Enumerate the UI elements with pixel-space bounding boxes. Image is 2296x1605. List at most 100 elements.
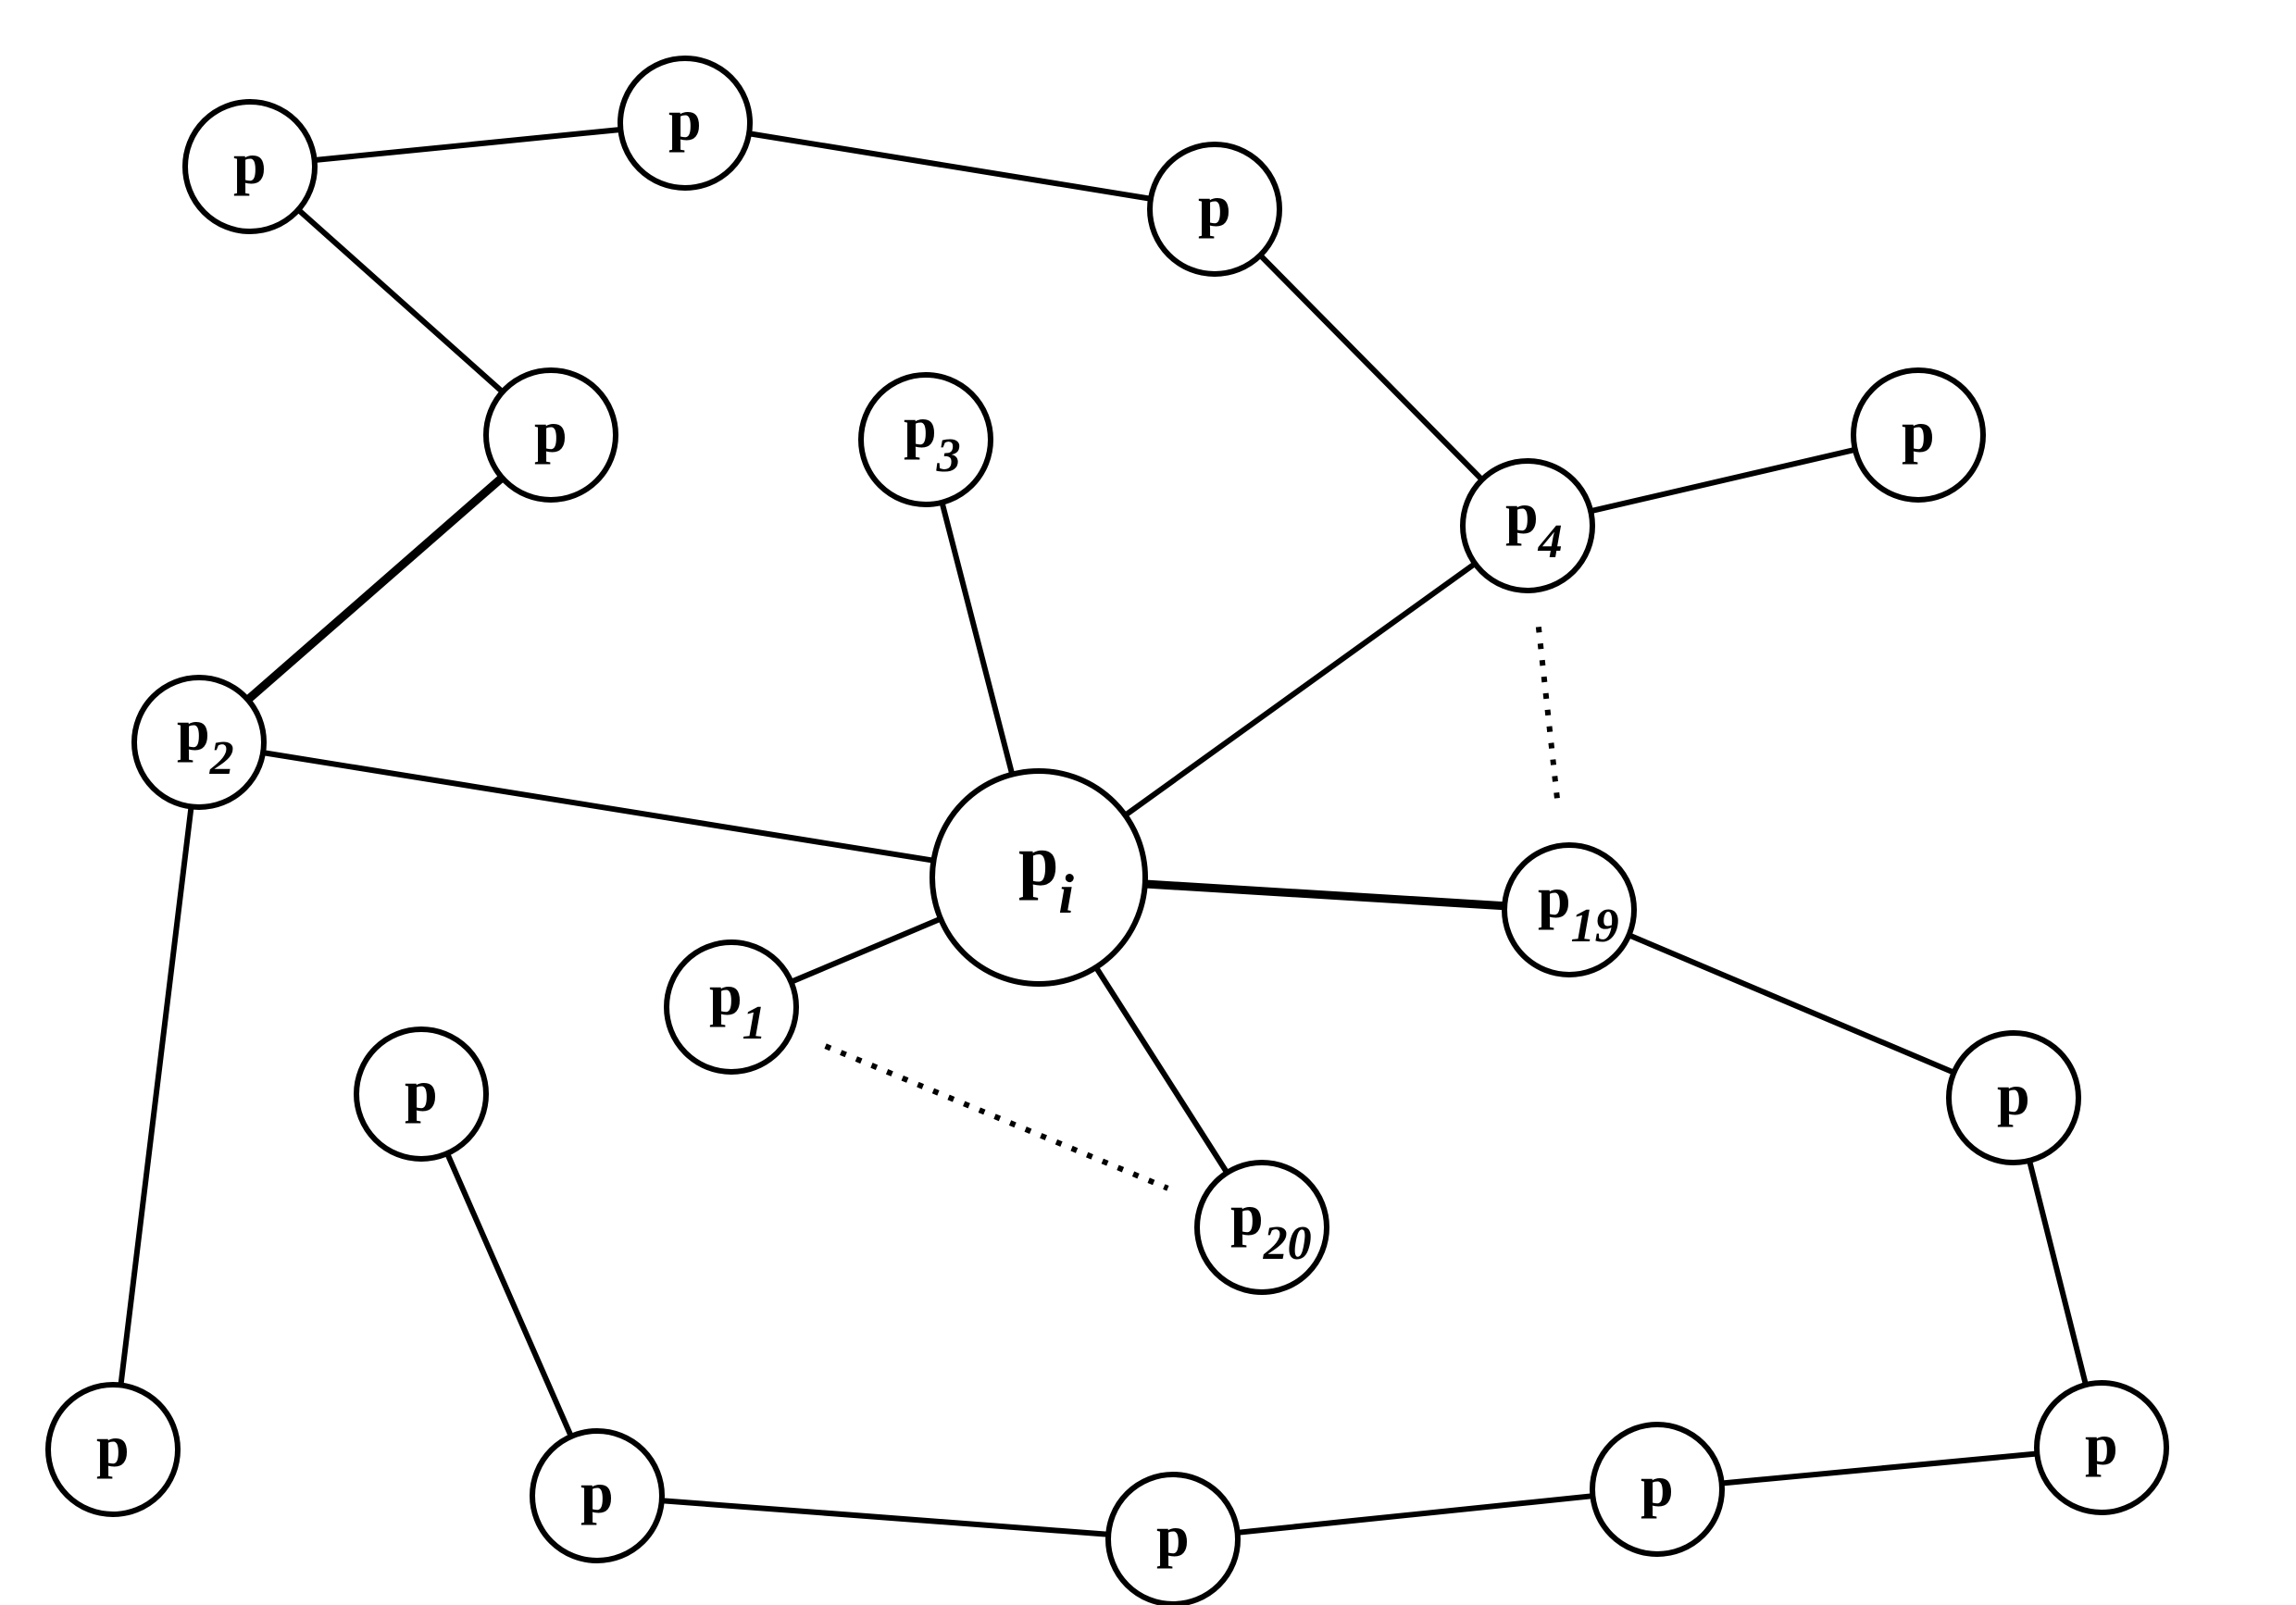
node-circle [1147,142,1282,277]
node-n_bottom_right_mid: p [1590,1422,1725,1557]
node-base: p [1156,1503,1190,1569]
node-label: p [233,131,267,196]
node-subscript: i [1058,864,1074,925]
node-base: p [1198,173,1231,239]
node-label: p19 [1538,865,1619,952]
node-n_bottom_right: p [2034,1380,2169,1515]
node-n_bottom_mid: p [1105,1472,1241,1605]
node-base: p [405,1058,438,1124]
edge-p4-pi [1122,560,1479,818]
node-circle [1105,1472,1241,1605]
node-base: p [534,399,568,465]
node-base: p [1641,1453,1674,1519]
node-p20: p20 [1194,1160,1329,1295]
node-circle [131,675,267,810]
node-base: p [1997,1062,2030,1127]
edge-n_bottom_right_mid-n_bottom_right [1718,1450,2040,1487]
node-subscript: 3 [936,429,961,482]
node-subscript: 4 [1538,516,1563,568]
node-circle [858,372,993,507]
edge-p4-p19 [1535,627,1562,809]
node-base: p [96,1413,130,1479]
node-label: p20 [1230,1182,1312,1270]
node-subscript: 20 [1263,1217,1312,1270]
edge-pi-p20 [1092,964,1230,1176]
edge-p4-n_right_far [1588,446,1858,515]
node-base: p [1538,865,1571,930]
node-base: p [1505,480,1539,546]
node-base: p [2085,1412,2118,1477]
node-n_right_far: p [1851,367,1986,503]
edge-p3-pi [939,499,1016,778]
node-base: p [233,131,267,196]
node-label: p1 [709,962,767,1050]
edges-layer [118,126,2089,1537]
edge-pi-p19 [1141,879,1509,911]
node-circle [45,1382,181,1517]
node-base: p [668,87,702,153]
node-label: p [1156,1503,1190,1569]
node-subscript: 19 [1571,900,1619,952]
node-circle [930,768,1148,987]
edge-pi-p1 [788,915,944,985]
edge-n_top_left-n_top_mid [311,126,624,164]
node-p4: p4 [1460,458,1595,593]
node-circle [1460,458,1595,593]
node-circle [1502,842,1637,977]
edge-p1-p20 [824,1043,1169,1191]
node-label: p2 [177,697,234,785]
node-label: p [1641,1453,1674,1519]
node-label: p [1997,1062,2030,1127]
node-base: p [580,1460,614,1525]
node-n_left_lower: p [354,1026,489,1162]
edge-n_bottom_left-n_bottom_mid [658,1498,1112,1537]
edge-n_top_right-p4 [1257,252,1485,483]
node-base: p [1902,399,1935,465]
node-label: p3 [904,394,961,482]
node-circle [1590,1422,1725,1557]
node-base: p [904,394,937,460]
edge-n_top_left-n_left_upper [295,206,505,395]
node-circle [530,1428,665,1563]
node-n_top_left: p [182,99,318,234]
node-label: p [1198,173,1231,239]
node-n_top_mid: p [618,56,753,191]
node-p3: p3 [858,372,993,507]
node-p1: p1 [664,939,799,1075]
node-label: p4 [1505,480,1563,568]
node-circle [354,1026,489,1162]
node-label: pi [1018,820,1074,925]
node-pi: pi [930,768,1148,987]
node-label: p [1902,399,1935,465]
node-subscript: 1 [742,997,767,1050]
node-base: p [1018,820,1058,901]
edge-p2-n_bottom_far_left [118,803,194,1388]
node-subscript: 2 [209,732,234,785]
node-label: p [534,399,568,465]
node-n_bottom_far_left: p [45,1382,181,1517]
node-label: p [580,1460,614,1525]
node-circle [618,56,753,191]
edge-p2-pi [260,750,937,864]
node-n_top_right: p [1147,142,1282,277]
node-label: p [668,87,702,153]
node-n_left_upper: p [483,367,618,503]
node-circle [1194,1160,1329,1295]
edge-n_right_mid-n_bottom_right [2027,1157,2089,1388]
node-circle [1946,1030,2081,1165]
edge-n_top_mid-n_top_right [746,131,1154,202]
node-label: p [2085,1412,2118,1477]
node-base: p [177,697,210,763]
node-circle [664,939,799,1075]
node-base: p [1230,1182,1264,1248]
node-circle [483,367,618,503]
node-circle [182,99,318,234]
node-label: p [96,1413,130,1479]
edge-n_bottom_mid-n_bottom_right_mid [1234,1493,1596,1536]
node-circle [2034,1380,2169,1515]
node-n_bottom_left: p [530,1428,665,1563]
node-p2: p2 [131,675,267,810]
node-base: p [709,962,742,1027]
